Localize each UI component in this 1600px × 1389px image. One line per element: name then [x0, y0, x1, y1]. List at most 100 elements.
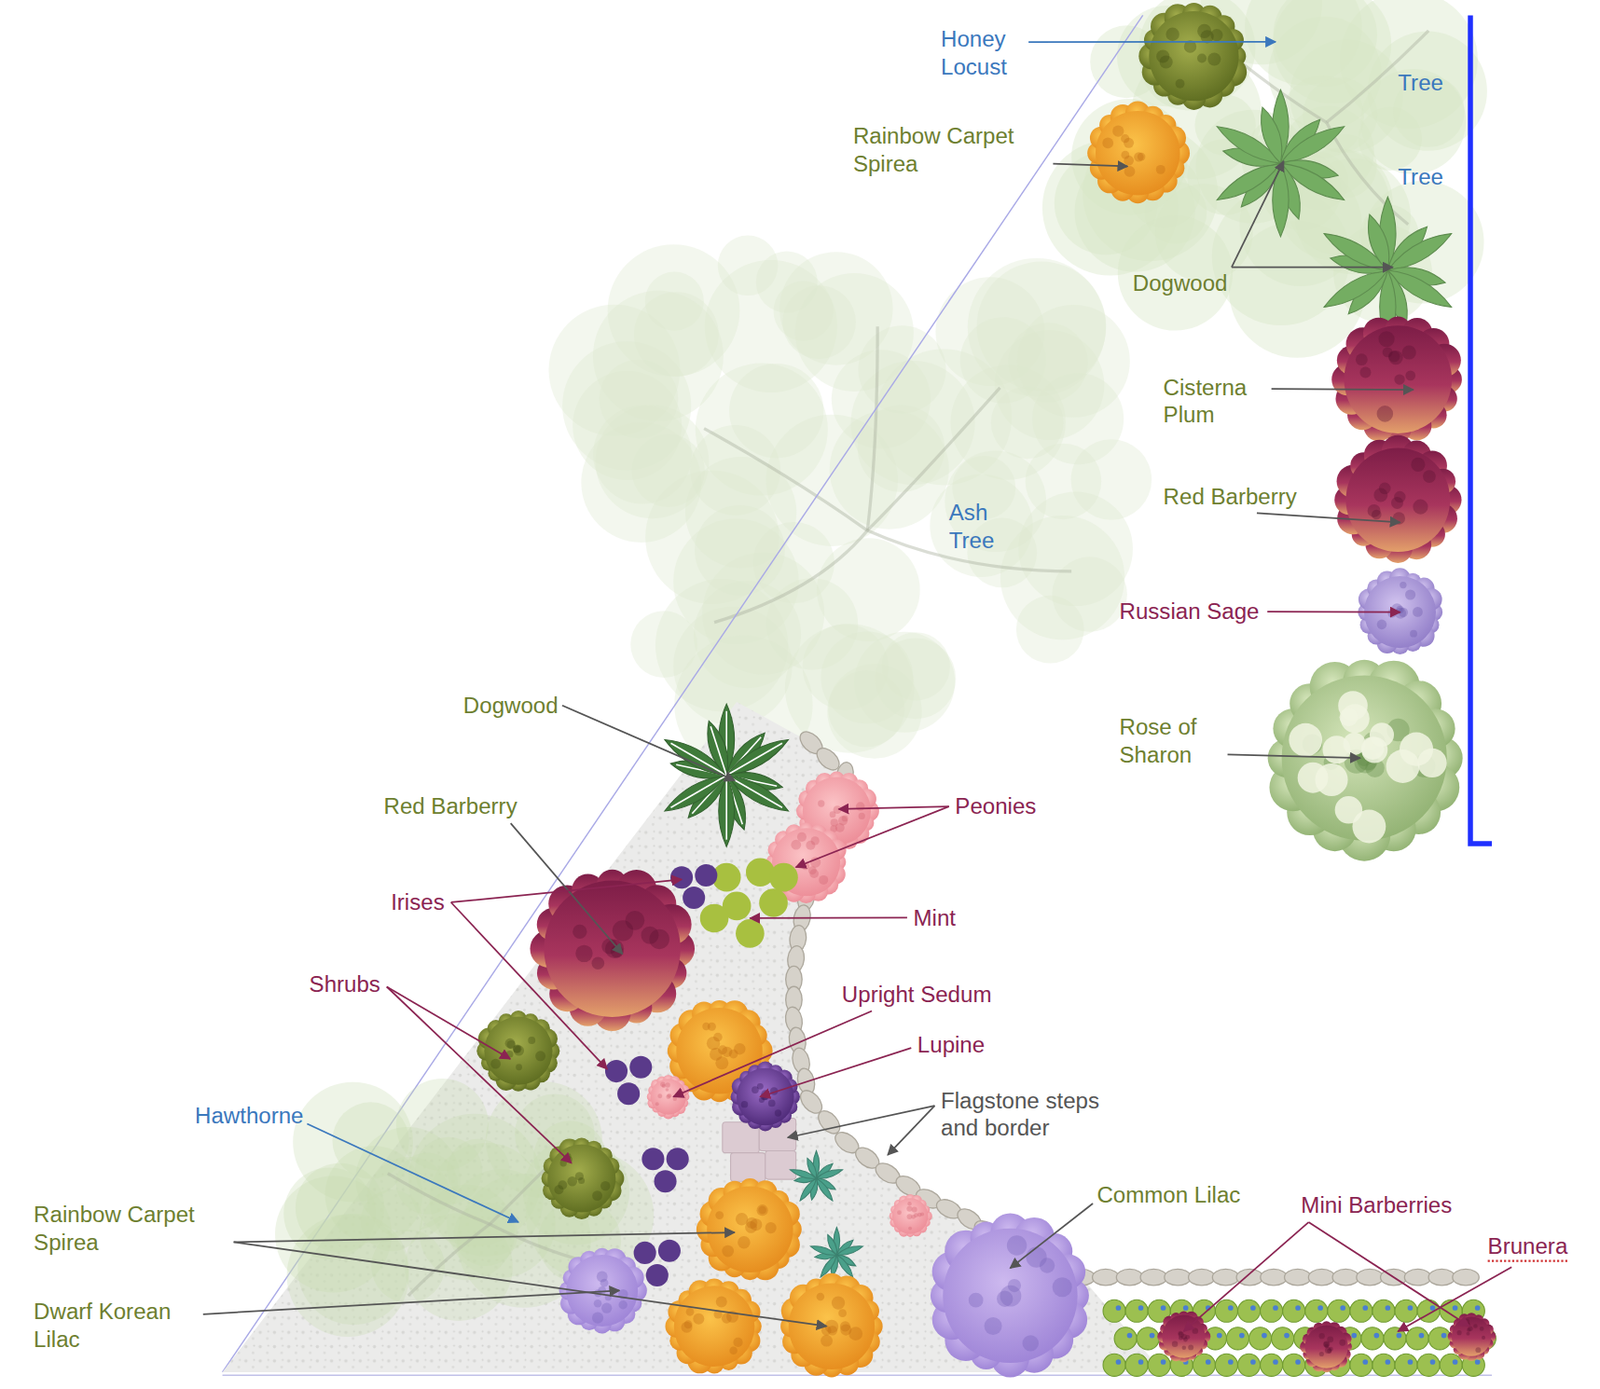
rose-of-sharon-plant	[1297, 762, 1329, 794]
ash-tree-canopy	[714, 530, 868, 622]
brunera-plant	[1250, 1305, 1256, 1311]
mini-barberry-plant	[1473, 1324, 1478, 1329]
ash-tree-canopy	[867, 326, 878, 531]
mini-barberry-plant	[1183, 1337, 1188, 1343]
shrub-plant	[527, 1036, 536, 1045]
plum-plant	[1331, 317, 1463, 444]
brunera-plant	[1475, 1359, 1481, 1366]
brunera-plant	[1249, 1327, 1272, 1351]
rose-of-sharon-plant	[1361, 736, 1388, 763]
spirea-plant	[1087, 101, 1190, 205]
rose-of-sharon-plant	[1288, 723, 1323, 758]
common-lilac-plant	[930, 1213, 1090, 1378]
spirea-plant	[1112, 125, 1124, 138]
mini-barberry-plant	[1457, 1330, 1463, 1336]
plant-label: Red Barberry	[383, 792, 517, 821]
brunera-plant	[1160, 1305, 1167, 1311]
mini-barberry-plant	[1192, 1327, 1199, 1334]
barberry-plant	[1410, 457, 1425, 472]
hawthorne-canopy	[387, 1173, 490, 1226]
iris-plant	[605, 1060, 628, 1083]
property-line	[222, 14, 1492, 1376]
ash-tree-canopy	[795, 273, 914, 392]
peony-plant	[829, 811, 837, 818]
flagstone-border	[1116, 1268, 1143, 1286]
dogwood-plant	[661, 703, 793, 847]
lupine-plant	[774, 1109, 782, 1117]
plant-label: Cisterna Plum	[1163, 373, 1266, 429]
brunera-plant	[1419, 1333, 1425, 1339]
brunera-plant	[1362, 1305, 1368, 1311]
brunera-plant	[1237, 1299, 1260, 1323]
brunera-plant	[1239, 1333, 1245, 1339]
spirea-plant	[706, 1186, 793, 1273]
mini-barberry-plant	[1157, 1310, 1211, 1363]
shrub-plant	[600, 1181, 610, 1191]
mini-barberry-plant	[1467, 1326, 1473, 1332]
ash-tree-canopy	[1000, 515, 1125, 640]
spirea-plant	[840, 1321, 851, 1332]
brunera-plant	[1385, 1305, 1392, 1311]
leader-line	[787, 1105, 936, 1138]
plant-label: Russian Sage	[1119, 597, 1260, 626]
brunera-plant	[1439, 1353, 1463, 1377]
sedum-plant	[825, 1233, 841, 1256]
spirea-plant	[1156, 165, 1166, 175]
dogwood-plant	[1362, 211, 1396, 273]
iris-plant	[634, 1241, 657, 1265]
plant-label: Tree	[1397, 163, 1444, 192]
sedum-plant	[657, 1093, 663, 1099]
ash-tree-canopy	[820, 631, 913, 724]
mini-barberry-plant	[1178, 1336, 1184, 1341]
mini-barberry-plant	[1338, 1339, 1346, 1347]
plant-label: Shrubs	[309, 970, 381, 999]
flagstone-border	[1212, 1268, 1239, 1286]
brunera-plant	[1114, 1327, 1137, 1351]
spirea-plant	[732, 1337, 743, 1348]
flagstone-border	[1140, 1268, 1167, 1286]
common-lilac-plant	[942, 1228, 1077, 1364]
sedum-plant	[655, 1102, 660, 1106]
mini-barberry-plant	[1451, 1316, 1491, 1356]
barberry-plant	[1391, 496, 1404, 510]
peony-plant	[817, 800, 825, 807]
russian-sage-plant	[1412, 606, 1423, 618]
spirea-plant	[788, 1282, 875, 1369]
spirea-plant	[1123, 137, 1134, 149]
spirea-plant	[729, 1347, 737, 1355]
spirea-plant	[702, 1022, 710, 1031]
dogwood-plant	[726, 743, 783, 775]
shrub-plant	[483, 1017, 552, 1086]
plant-label: Peonies	[954, 792, 1036, 821]
dwarf-lilac-plant	[593, 1299, 603, 1309]
brunera-plant	[1428, 1327, 1451, 1351]
common-lilac-plant	[1022, 1335, 1039, 1352]
brunera-plant	[1116, 1359, 1122, 1366]
plant-label: Brunera	[1488, 1232, 1569, 1263]
spirea-plant	[1137, 152, 1146, 162]
leader-line	[386, 986, 572, 1163]
brunera-plant	[1103, 1353, 1126, 1377]
sedum-plant	[889, 1194, 933, 1238]
sedum-plant	[896, 1210, 902, 1215]
barberry-plant	[575, 945, 593, 963]
plant-label: Honey Locust	[940, 25, 1023, 81]
spirea-plant	[1124, 165, 1136, 178]
mini-barberry-plant	[1479, 1326, 1485, 1332]
mint-plant	[769, 863, 799, 893]
leader-lines	[203, 41, 1512, 1332]
shrub-plant	[507, 1040, 516, 1049]
iris-plant	[654, 1170, 677, 1193]
brunera-plant	[1372, 1299, 1395, 1323]
brunera-plant	[1407, 1305, 1414, 1311]
leader-line	[1267, 610, 1400, 613]
brunera-plant	[1327, 1299, 1351, 1323]
brunera-plant	[1214, 1299, 1238, 1323]
leader-line	[1231, 266, 1394, 269]
brunera-plant	[1227, 1359, 1234, 1366]
brunera-plant	[1361, 1327, 1384, 1351]
flagstone-border	[1236, 1268, 1263, 1286]
plum-plant	[1378, 331, 1394, 347]
leader-line	[1009, 1203, 1093, 1269]
